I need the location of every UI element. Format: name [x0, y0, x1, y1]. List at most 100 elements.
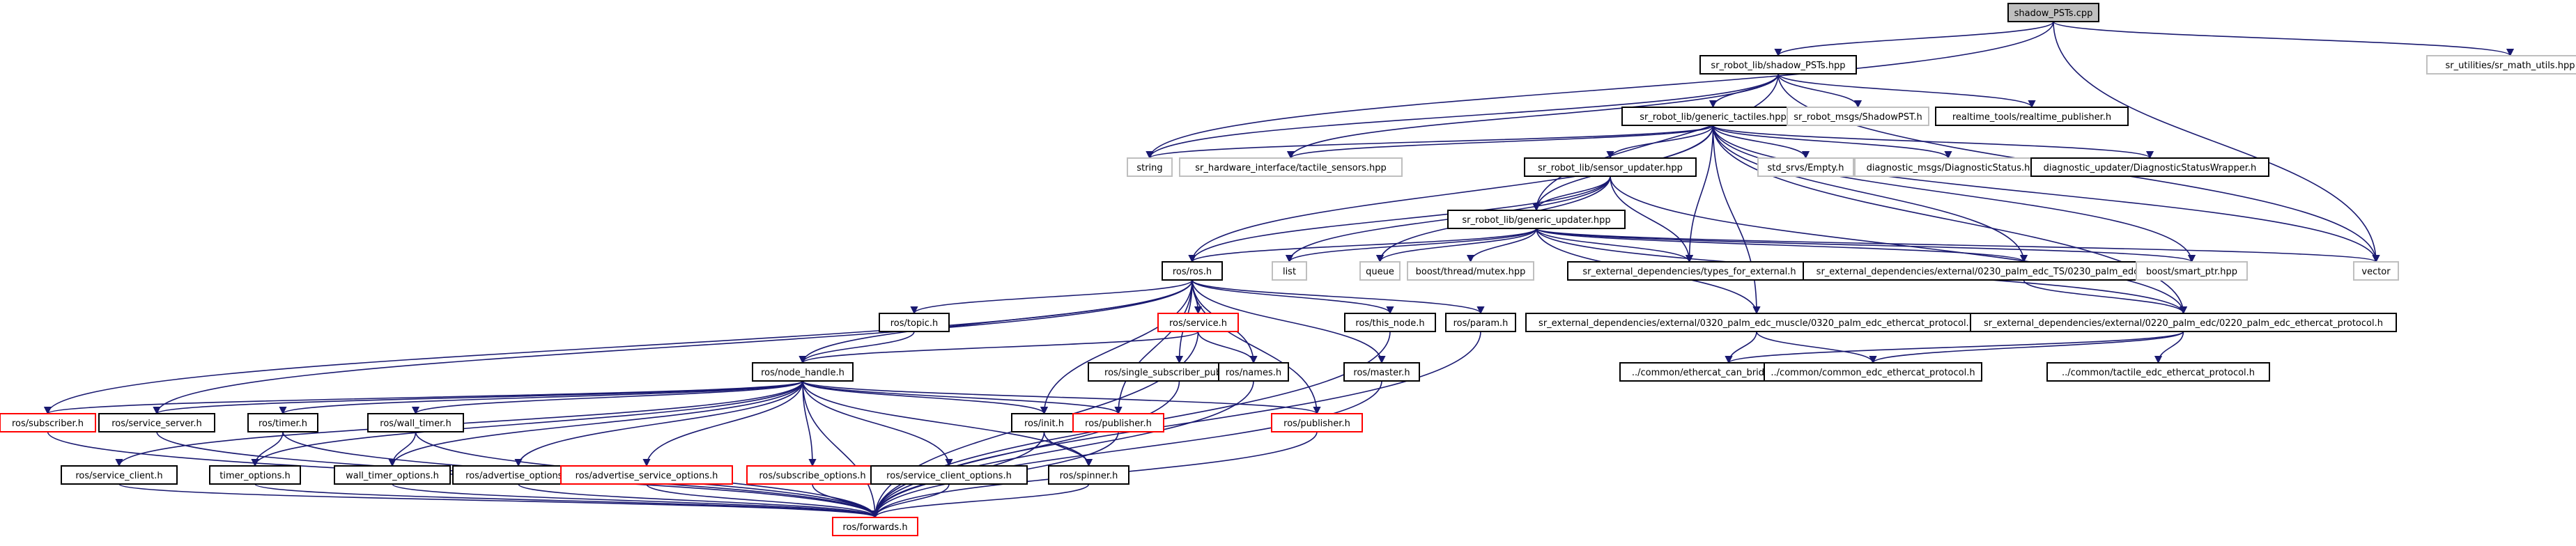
node-box — [1525, 313, 1988, 332]
include-node[interactable]: ros/names.h — [1218, 362, 1289, 382]
node-label: sr_external_dependencies/external/0220_p… — [1984, 318, 2383, 329]
node-label: ros/init.h — [1024, 419, 1064, 429]
node-label: ros/single_subscriber_publisher.h — [1104, 368, 1254, 378]
node-label: list — [1283, 267, 1296, 277]
include-node[interactable]: ros/init.h — [1011, 413, 1077, 432]
dependency-edge — [802, 380, 1048, 415]
dependency-edge — [1606, 125, 1714, 159]
dependency-edge — [1188, 176, 1611, 263]
include-node[interactable]: sr_external_dependencies/external/0320_p… — [1525, 313, 1988, 332]
include-node[interactable]: ros/wall_timer.h — [367, 413, 464, 432]
include-node[interactable]: wall_timer_options.h — [334, 465, 451, 485]
include-node[interactable]: sr_robot_lib/generic_updater.hpp — [1447, 210, 1626, 229]
include-node[interactable]: diagnostic_updater/DiagnosticStatusWrapp… — [2030, 157, 2269, 177]
include-node[interactable]: sr_external_dependencies/types_for_exter… — [1567, 261, 1812, 281]
node-box — [1271, 413, 1363, 432]
include-node[interactable]: ros/subscribe_options.h — [746, 465, 879, 485]
include-node: diagnostic_msgs/DiagnosticStatus.h — [1854, 157, 2042, 177]
node-label: std_srvs/Empty.h — [1767, 163, 1844, 173]
include-node[interactable]: sr_external_dependencies/external/0220_p… — [1970, 313, 2397, 332]
include-node[interactable]: sr_robot_lib/sensor_updater.hpp — [1524, 157, 1697, 177]
include-node[interactable]: ../common/common_edc_ethercat_protocol.h — [1764, 362, 1982, 382]
dependency-edge — [1712, 125, 1952, 159]
include-node: string — [1127, 157, 1173, 177]
include-node[interactable]: sr_robot_lib/shadow_PSTs.hpp — [1699, 55, 1857, 75]
node-box — [61, 465, 178, 485]
dependency-edge — [279, 380, 803, 415]
include-node[interactable]: ros/param.h — [1445, 313, 1516, 332]
include-node[interactable]: ros/this_node.h — [1344, 313, 1436, 332]
node-box — [2046, 362, 2270, 382]
include-node[interactable]: ros/publisher.h — [1271, 413, 1363, 432]
include-node[interactable]: sr_robot_lib/generic_tactiles.hpp — [1621, 107, 1805, 126]
dependency-edge — [1188, 125, 1714, 263]
node-box — [2136, 261, 2248, 281]
nodes-layer: shadow_PSTs.cpp sr_robot_lib/shadow_PSTs.… — [0, 3, 2576, 536]
node-label: ros/service.h — [1169, 318, 1227, 329]
dependency-edge — [2053, 21, 2514, 57]
dependency-edge — [44, 279, 1193, 415]
include-node[interactable]: ros/spinner.h — [1048, 465, 1129, 485]
dependency-edge — [518, 483, 879, 519]
dependency-edge — [251, 380, 803, 467]
dependency-edge — [1191, 279, 1485, 315]
node-label: ros/advertise_service_options.h — [576, 471, 718, 481]
node-label: sr_utilities/sr_math_utils.hpp — [2446, 61, 2575, 71]
dependency-edge — [1712, 125, 2188, 315]
dependency-edge — [2154, 331, 2184, 364]
node-box — [1764, 362, 1982, 382]
dependency-edge — [251, 431, 284, 467]
node-label: boost/thread/mutex.hpp — [1416, 267, 1526, 277]
include-node[interactable]: ros/advertise_options.h — [452, 465, 585, 485]
dependency-edge — [871, 483, 1090, 519]
include-node[interactable]: ros/subscriber.h — [0, 413, 96, 432]
node-label: shadow_PSTs.cpp — [2014, 8, 2093, 19]
node-label: ros/subscriber.h — [12, 419, 84, 429]
node-label: ros/service_client_options.h — [886, 471, 1012, 481]
node-label: vector — [2361, 267, 2391, 277]
include-node[interactable]: ros/service_client_options.h — [870, 465, 1028, 485]
include-node[interactable]: ros/forwards.h — [832, 517, 918, 536]
node-box — [1787, 107, 1929, 126]
node-box — [1127, 157, 1173, 177]
include-node[interactable]: realtime_tools/realtime_publisher.h — [1935, 107, 2129, 126]
node-box — [1179, 157, 1403, 177]
include-node[interactable]: ros/service_client.h — [61, 465, 178, 485]
dependency-edge — [1146, 125, 1714, 159]
include-node[interactable]: ros/node_handle.h — [752, 362, 854, 382]
include-node[interactable]: ../common/tactile_edc_ethercat_protocol.… — [2046, 362, 2270, 382]
dependency-edge — [1191, 279, 1321, 415]
root-file-node[interactable]: shadow_PSTs.cpp — [2007, 3, 2099, 22]
include-node[interactable]: ros/publisher.h — [1072, 413, 1164, 432]
node-label: sr_robot_lib/shadow_PSTs.hpp — [1711, 61, 1845, 71]
node-box — [1359, 261, 1401, 281]
dependency-edge — [1146, 21, 2054, 159]
dependency-edge — [1287, 125, 1714, 159]
dependency-edge — [1375, 228, 1537, 263]
dependency-edge — [153, 279, 1193, 415]
dependency-edge — [2053, 21, 2380, 263]
include-node[interactable]: ros/advertise_service_options.h — [560, 465, 733, 485]
include-node[interactable]: ros/service.h — [1157, 313, 1239, 332]
dependency-edge — [802, 380, 1093, 467]
node-box — [2353, 261, 2399, 281]
node-label: ros/forwards.h — [842, 522, 907, 533]
dependency-edge — [1777, 73, 1862, 109]
include-node: boost/smart_ptr.hpp — [2136, 261, 2248, 281]
include-node[interactable]: ros/master.h — [1343, 362, 1420, 382]
include-node[interactable]: ros/topic.h — [879, 313, 950, 332]
node-box — [1011, 413, 1077, 432]
dependency-edge — [871, 380, 1382, 519]
dependency-edge — [153, 380, 803, 415]
node-label: ros/publisher.h — [1283, 419, 1350, 429]
dependency-edge — [392, 483, 879, 519]
dependency-edge — [1114, 279, 1193, 415]
dependency-edge — [799, 331, 1199, 364]
dependency-edge — [1536, 228, 1694, 263]
include-node[interactable]: ros/ros.h — [1162, 261, 1223, 281]
include-node[interactable]: ros/service_server.h — [98, 413, 215, 432]
node-box — [1218, 362, 1289, 382]
include-node[interactable]: ros/timer.h — [247, 413, 318, 432]
dependency-edge — [802, 380, 953, 467]
include-node[interactable]: timer_options.h — [209, 465, 301, 485]
